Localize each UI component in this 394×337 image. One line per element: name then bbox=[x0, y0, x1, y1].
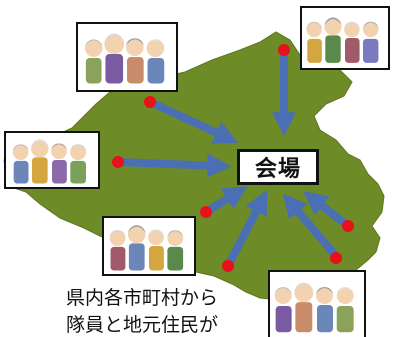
arrow-bottom-left bbox=[203, 186, 248, 216]
elderly-group-icon bbox=[109, 225, 184, 271]
dot-top-right bbox=[278, 44, 290, 56]
dot-bottom-left bbox=[200, 206, 212, 218]
caption-line-2: 隊員と地元住民が bbox=[66, 314, 219, 336]
elderly-group-icon bbox=[306, 17, 379, 63]
elderly-group-icon bbox=[84, 33, 165, 84]
arrow-bottom-center bbox=[224, 190, 268, 268]
island-shape bbox=[318, 168, 352, 192]
dot-top-left bbox=[144, 96, 156, 108]
group-top-right bbox=[300, 6, 390, 70]
group-left bbox=[4, 131, 100, 189]
dot-bottom-center bbox=[222, 260, 234, 272]
caption-line-1: 県内各市町村から bbox=[66, 287, 219, 309]
elderly-group-icon bbox=[12, 139, 86, 184]
arrow-right bbox=[303, 191, 351, 230]
arrow-top-left bbox=[148, 98, 239, 144]
caption: 県内各市町村から 隊員と地元住民が bbox=[66, 285, 286, 337]
arrow-bottom-right bbox=[282, 193, 340, 259]
elderly-group-icon bbox=[274, 282, 354, 333]
dot-bottom-right bbox=[330, 252, 342, 264]
group-top-left bbox=[76, 22, 178, 92]
arrow-left bbox=[117, 153, 232, 178]
group-bottom-left bbox=[102, 216, 196, 276]
arrows bbox=[117, 52, 351, 268]
venue-label: 会場 bbox=[237, 149, 319, 185]
dot-left bbox=[112, 156, 124, 168]
origin-dots bbox=[112, 44, 354, 272]
group-bottom-right bbox=[268, 270, 366, 337]
dot-right bbox=[342, 220, 354, 232]
